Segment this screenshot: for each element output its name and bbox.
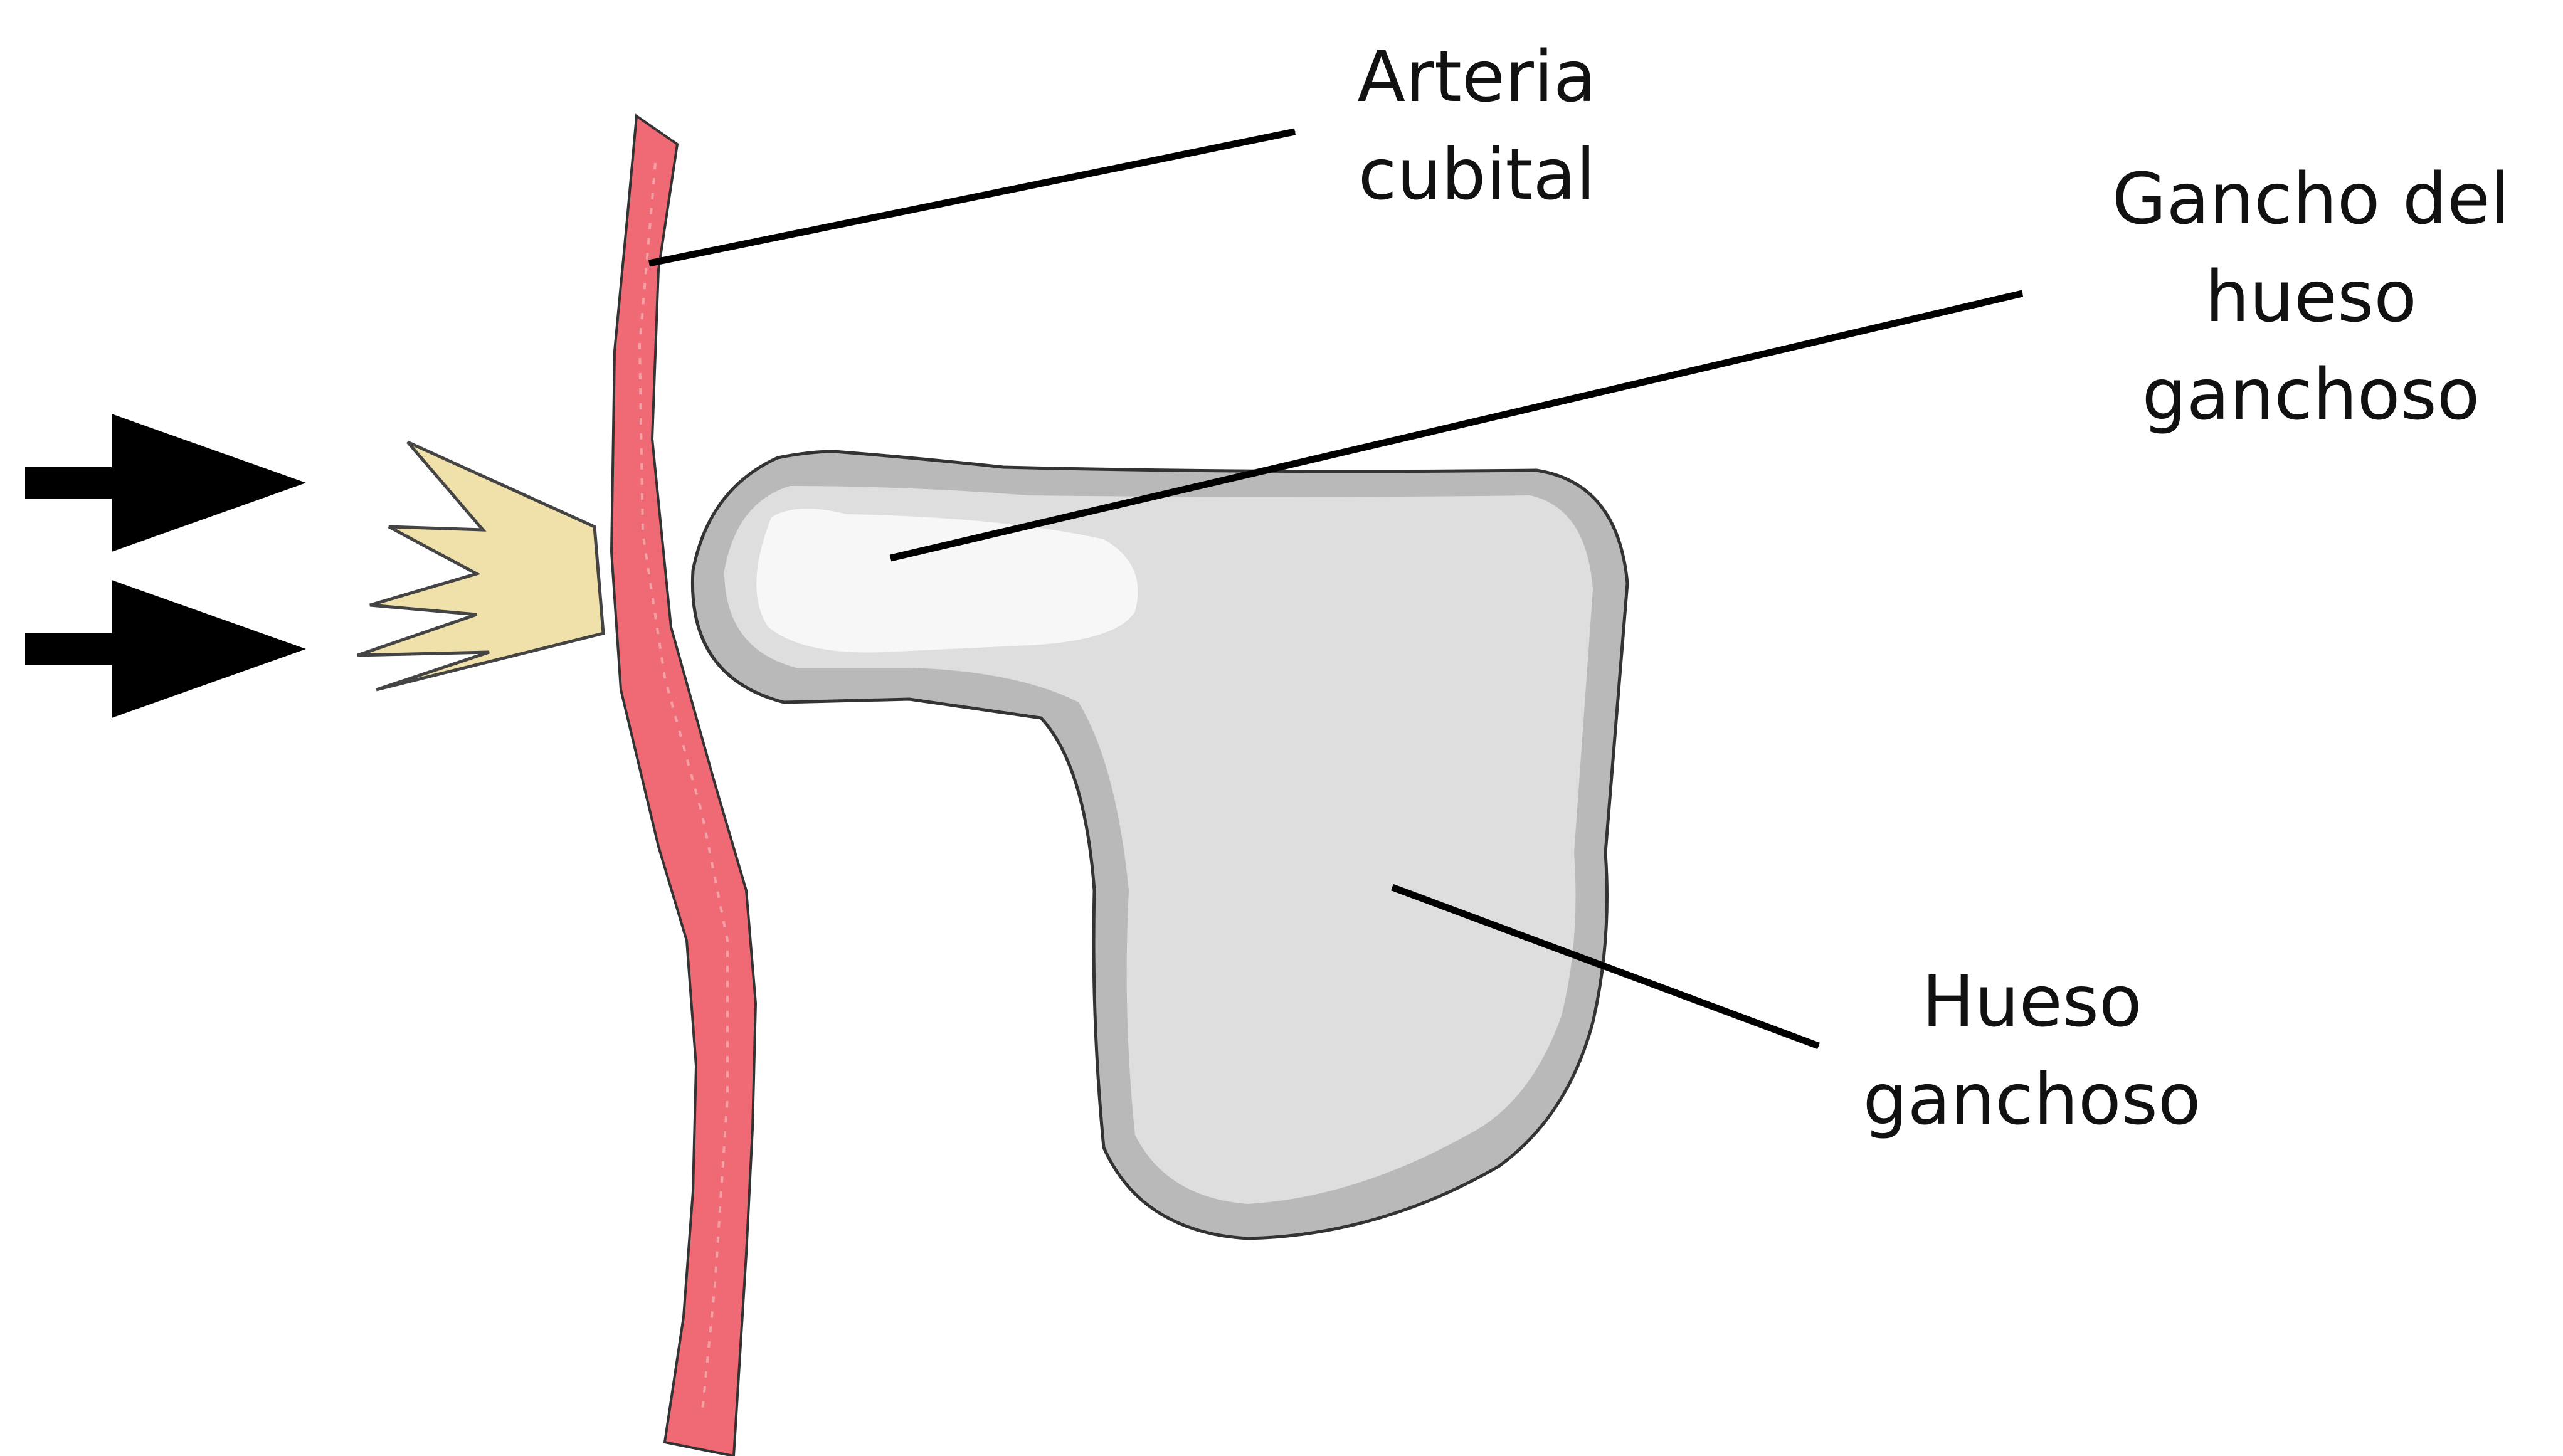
label-arteria-line-1: Arteria — [1357, 28, 1596, 126]
label-hueso-ganchoso: Hueso ganchoso — [1863, 953, 2201, 1149]
impact-arrows — [25, 414, 306, 718]
label-arteria-line-2: cubital — [1357, 126, 1596, 224]
label-hueso-line-1: Hueso — [1863, 953, 2201, 1051]
impact-arrow-lower — [25, 580, 306, 718]
pointer-arrow-arteria — [649, 132, 1295, 263]
hamate-bone — [692, 451, 1627, 1238]
label-gancho-line-3: ganchoso — [2112, 346, 2510, 444]
label-arteria-cubital: Arteria cubital — [1357, 28, 1596, 224]
label-gancho-line-1: Gancho del — [2112, 150, 2510, 248]
ulnar-artery-shape — [611, 116, 756, 1456]
label-gancho-del-hueso-ganchoso: Gancho del hueso ganchoso — [2112, 150, 2510, 444]
label-gancho-line-2: hueso — [2112, 248, 2510, 346]
impact-burst-shape — [357, 442, 603, 690]
label-hueso-line-2: ganchoso — [1863, 1051, 2201, 1149]
impact-arrow-upper — [25, 414, 306, 552]
